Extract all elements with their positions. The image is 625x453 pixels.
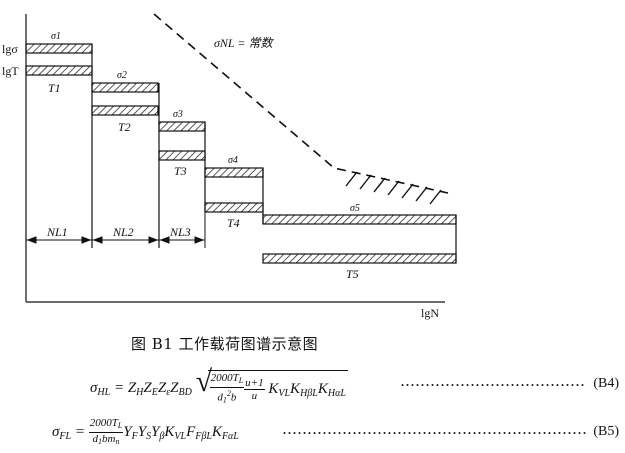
sigma-5-label: σ5 [350, 203, 360, 214]
equation-b5-number: (B5) [593, 424, 619, 439]
sigma-bars [25, 43, 457, 225]
t-3-label: T3 [174, 164, 187, 178]
n-range-arrows [26, 212, 206, 248]
n-l1-label: NL1 [46, 225, 68, 239]
t-5-label: T5 [346, 267, 359, 281]
torque-bars [25, 65, 457, 264]
sigma-2-label: σ2 [117, 70, 127, 81]
n-l2-label: NL2 [112, 225, 134, 239]
curve-label: σNL = 常数 [214, 36, 274, 50]
equation-b4-leader [400, 384, 586, 386]
equation-b5-leader [282, 432, 586, 434]
endurance-hatching [345, 171, 442, 205]
step-lines [91, 44, 457, 263]
equation-b4-number: (B4) [593, 376, 619, 391]
t-1-label: T1 [48, 81, 61, 95]
lg-t-label: lgT [2, 64, 19, 78]
lg-sigma-label: lgσ [2, 42, 18, 56]
load-spectrum-figure: lgσ lgT lgN [2, 13, 457, 320]
n-l3-label: NL3 [169, 225, 191, 239]
sn-curve [153, 13, 449, 194]
figure-caption: 图 B1 工作载荷图谱示意图 [131, 335, 319, 353]
t-2-label: T2 [118, 120, 131, 134]
sigma-3-label: σ3 [173, 109, 183, 120]
sigma-1-label: σ1 [51, 31, 61, 42]
t-4-label: T4 [227, 216, 240, 230]
sigma-4-label: σ4 [228, 155, 238, 166]
lg-n-label: lgN [421, 306, 439, 320]
